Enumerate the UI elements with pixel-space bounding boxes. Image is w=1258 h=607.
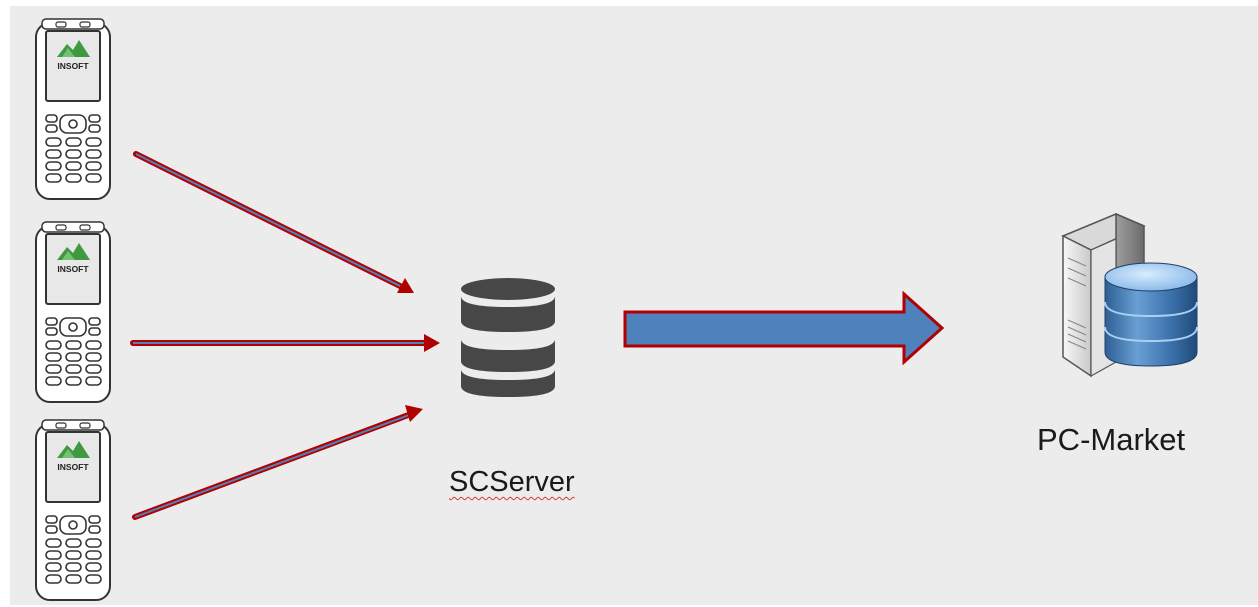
- logo-text: INSOFT: [57, 264, 89, 274]
- logo-text: INSOFT: [57, 462, 89, 472]
- arrow-terminal-3-to-scserver: [132, 405, 423, 520]
- handheld-terminal-icon: INSOFT: [35, 221, 111, 403]
- scserver-label: SCServer: [449, 466, 575, 498]
- handheld-terminal-3: INSOFT: [35, 419, 111, 601]
- arrow-terminal-1-to-scserver: [133, 151, 414, 293]
- handheld-terminal-icon: INSOFT: [35, 18, 111, 200]
- logo-text: INSOFT: [57, 61, 89, 71]
- diagram-background: [10, 6, 1258, 605]
- handheld-terminal-1: INSOFT: [35, 18, 111, 200]
- database-icon: [461, 278, 555, 397]
- arrow-terminal-2-to-scserver: [130, 334, 440, 352]
- pcmarket-label: PC-Market: [1037, 422, 1186, 457]
- server-tower-database-icon: [1061, 212, 1198, 378]
- handheld-terminal-icon: INSOFT: [35, 419, 111, 601]
- handheld-terminal-2: INSOFT: [35, 221, 111, 403]
- arrow-scserver-to-pcmarket: [623, 290, 945, 366]
